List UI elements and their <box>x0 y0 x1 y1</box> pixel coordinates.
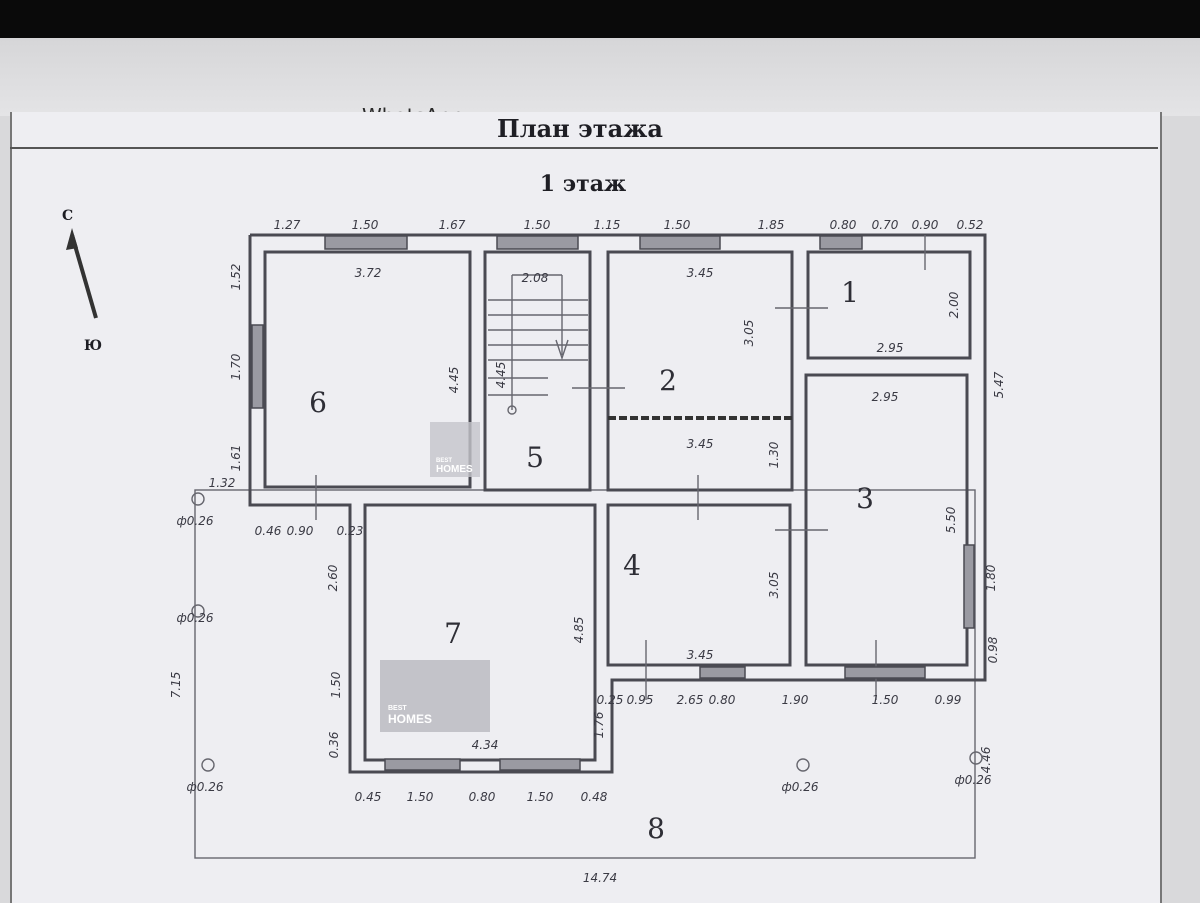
window-titlebar: WhatsApp <box>0 38 1200 128</box>
dimension-label: 1.50 <box>872 693 899 707</box>
dimension-label: 1.61 <box>229 445 243 472</box>
monitor-bezel <box>0 0 1200 38</box>
column-label: ф0.26 <box>955 773 992 787</box>
dimension-label: 0.95 <box>627 693 654 707</box>
dimension-label: 2.65 <box>677 693 704 707</box>
dimension-label: 4.45 <box>447 367 461 394</box>
dimension-label: 1.50 <box>352 218 379 232</box>
dimension-label: 2.95 <box>872 390 899 404</box>
column-label: ф0.26 <box>782 780 819 794</box>
dimension-label: 1.76 <box>592 711 606 738</box>
dimension-label: 3.05 <box>767 572 781 599</box>
room-7-outline <box>363 503 597 762</box>
dimension-label: 0.80 <box>830 218 857 232</box>
room-number-6: 6 <box>309 386 327 419</box>
floor-label: 1 этаж <box>540 171 626 197</box>
column-label: ф0.26 <box>177 611 214 625</box>
dimension-label: 4.85 <box>572 617 586 644</box>
svg-text:BEST: BEST <box>388 705 407 712</box>
dimension-label: 3.05 <box>742 320 756 347</box>
svg-text:HOMES: HOMES <box>436 464 473 475</box>
staircase <box>488 274 588 415</box>
dimension-label: 2.60 <box>326 564 340 591</box>
dimension-label: 4.34 <box>472 738 499 752</box>
dimension-label: 1.80 <box>984 564 998 591</box>
dimension-label: 1.50 <box>664 218 691 232</box>
dimension-label: 1.50 <box>329 671 343 698</box>
dimension-label: 1.30 <box>767 441 781 468</box>
dimension-label: 0.46 <box>255 524 282 538</box>
dimension-label: 4.45 <box>494 362 508 389</box>
compass-icon: С Ю <box>62 208 102 354</box>
svg-text:HOMES: HOMES <box>388 712 432 726</box>
svg-text:BEST: BEST <box>436 458 452 464</box>
dimension-label: 1.50 <box>524 218 551 232</box>
dimension-label: 0.90 <box>912 218 939 232</box>
dimension-label: 1.67 <box>439 218 466 232</box>
dimension-label: 0.48 <box>581 790 608 804</box>
windows <box>251 235 975 771</box>
dimension-label: 1.50 <box>527 790 554 804</box>
plan-title: План этажа <box>497 114 663 143</box>
dimension-label: 0.25 <box>597 693 624 707</box>
dimension-label: 5.47 <box>992 371 1006 398</box>
dimension-label: 7.15 <box>169 672 183 699</box>
dimension-label: 0.23 <box>337 524 364 538</box>
room-6-outline <box>263 250 472 489</box>
dimension-label: 3.72 <box>355 266 382 280</box>
dimension-label: 2.00 <box>947 291 961 318</box>
room-number-8: 8 <box>647 812 665 845</box>
dimension-label: 1.32 <box>209 476 236 490</box>
room-number-3: 3 <box>856 482 874 515</box>
dimension-label: 0.36 <box>327 731 341 758</box>
room-number-2: 2 <box>659 364 677 397</box>
dimension-label: 1.52 <box>229 264 243 291</box>
dimension-label: 5.50 <box>944 506 958 533</box>
room-2-outline <box>606 250 794 492</box>
dimension-label: 2.08 <box>522 271 549 285</box>
walls <box>194 233 987 859</box>
svg-text:Ю: Ю <box>84 338 102 354</box>
column-marker <box>969 751 983 765</box>
dimension-label: 3.45 <box>687 437 714 451</box>
dimension-label: 0.52 <box>957 218 984 232</box>
dimension-label: 0.70 <box>872 218 899 232</box>
column-marker <box>191 492 205 506</box>
room-3-outline <box>804 373 969 667</box>
dimension-label: 3.45 <box>687 648 714 662</box>
column-marker <box>796 758 810 772</box>
dimension-label: 1.50 <box>407 790 434 804</box>
watermark: BEST HOMES BEST HOMES <box>380 422 490 732</box>
room-1-outline <box>806 250 972 360</box>
dimension-label: 3.45 <box>687 266 714 280</box>
room-number-5: 5 <box>526 441 544 474</box>
dimension-label: 2.95 <box>877 341 904 355</box>
dimension-label: 0.99 <box>935 693 962 707</box>
room-number-7: 7 <box>444 617 462 650</box>
dimension-label: 0.80 <box>709 693 736 707</box>
dimension-label: 4.46 <box>979 746 993 773</box>
column-marker <box>191 604 205 618</box>
column-label: ф0.26 <box>187 780 224 794</box>
dimension-label: 0.90 <box>287 524 314 538</box>
room-5-outline <box>483 250 592 492</box>
column-label: ф0.26 <box>177 514 214 528</box>
dimension-label: 14.74 <box>583 871 617 885</box>
room-number-1: 1 <box>841 276 859 309</box>
dimension-label: 1.85 <box>758 218 785 232</box>
dimension-label: 0.45 <box>355 790 382 804</box>
room-number-4: 4 <box>623 549 641 582</box>
dimension-label: 1.90 <box>782 693 809 707</box>
dimension-label: 1.27 <box>274 218 301 232</box>
dimension-label: 1.15 <box>594 218 621 232</box>
dimension-label: 1.70 <box>229 353 243 380</box>
room-4-outline <box>606 503 792 667</box>
dimension-label: 0.98 <box>986 636 1000 663</box>
column-marker <box>201 758 215 772</box>
dimension-label: 0.80 <box>469 790 496 804</box>
svg-text:С: С <box>62 208 73 224</box>
